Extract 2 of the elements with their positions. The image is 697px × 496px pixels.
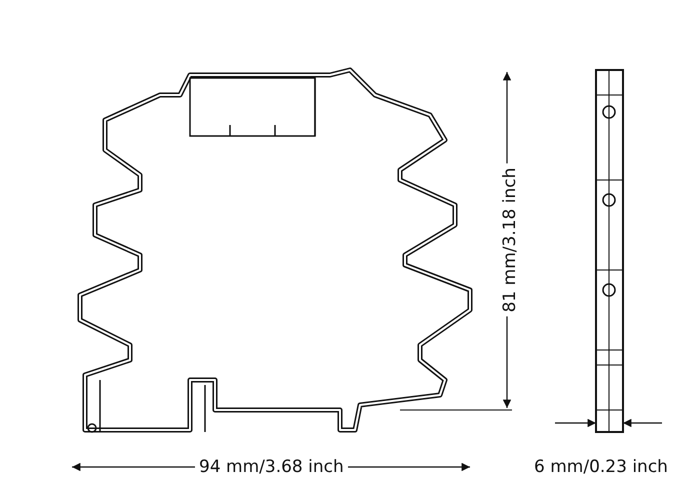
dimension-label: 94 mm/3.68 inch [195, 457, 348, 477]
dimension-label: 81 mm/3.18 inch [500, 164, 520, 316]
